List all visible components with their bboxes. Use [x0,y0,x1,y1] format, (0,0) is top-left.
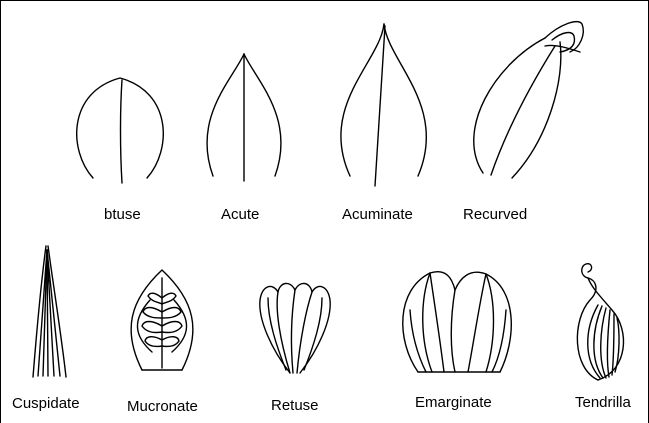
leaf-cuspidate-shape [33,246,66,377]
label-retuse: Retuse [271,397,319,414]
leaf-obtuse-shape [77,78,164,183]
label-cuspidate: Cuspidate [12,395,80,412]
leaf-tendrilla-shape [577,264,623,380]
label-tendrilla: Tendrilla [575,394,631,411]
label-obtuse: btuse [104,206,141,223]
leaf-acute-shape [207,54,281,181]
leaf-emarginate-shape [403,272,512,372]
leaf-recurved-shape [474,22,583,178]
leaf-retuse-shape [260,283,330,373]
label-acuminate: Acuminate [342,206,413,223]
label-mucronate: Mucronate [127,398,198,415]
leaf-acuminate-shape [341,24,427,186]
leaf-mucronate-shape [131,270,193,370]
label-acute: Acute [221,206,259,223]
label-emarginate: Emarginate [415,394,492,411]
label-recurved: Recurved [463,206,527,223]
